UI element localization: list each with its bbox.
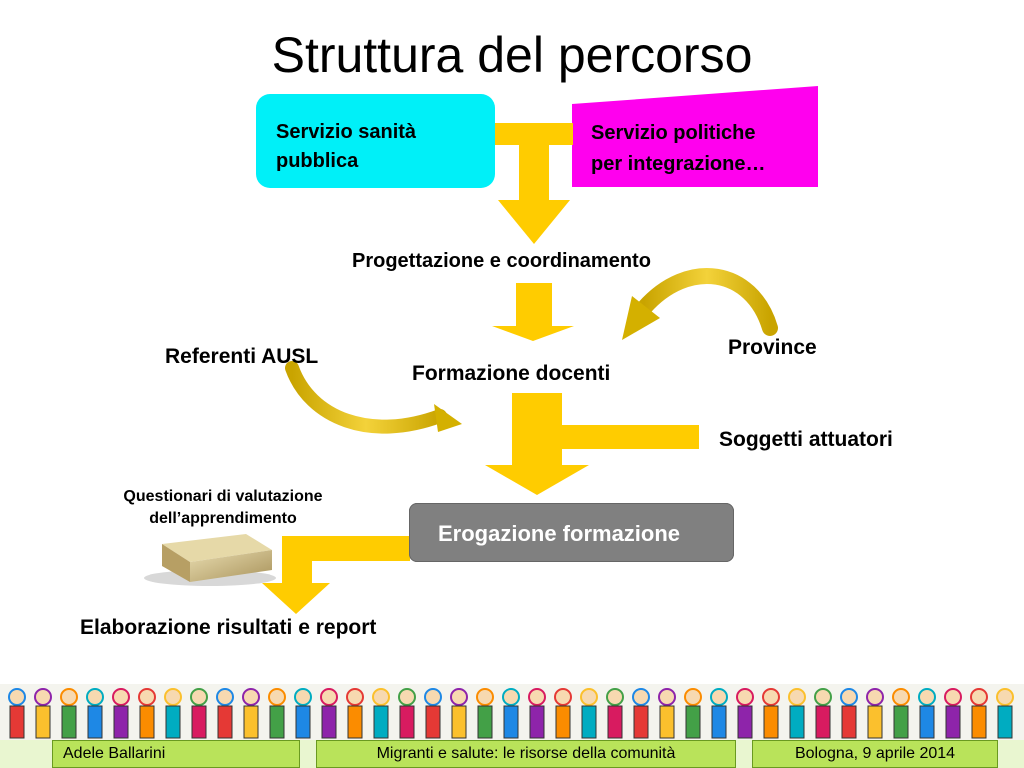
curved-arrow-referenti (285, 361, 462, 434)
label-elaborazione: Elaborazione risultati e report (80, 616, 377, 639)
drawing-figure (112, 688, 130, 739)
box-erogazione-formazione: Erogazione formazione (409, 503, 734, 562)
label-formazione-docenti: Formazione docenti (412, 362, 611, 385)
drawing-figure (8, 688, 26, 739)
drawing-figure (216, 688, 234, 739)
drawing-figure (658, 688, 676, 739)
footer-date: Bologna, 9 aprile 2014 (752, 740, 998, 768)
box-politiche-line-2: per integrazione… (591, 153, 766, 175)
drawing-figure (580, 688, 598, 739)
drawing-figure (944, 688, 962, 739)
arrow-to-erogazione (485, 393, 699, 495)
box-servizio-politiche-label: Servizio politiche per integrazione… (591, 118, 765, 180)
drawing-figure (242, 688, 260, 739)
box-sanita-line-1: Servizio sanità (276, 121, 417, 143)
drawing-figure (164, 688, 182, 739)
drawing-figure (372, 688, 390, 739)
drawing-figure (398, 688, 416, 739)
arrow-to-elaborazione (262, 536, 410, 614)
drawing-figure (710, 688, 728, 739)
drawing-figure (892, 688, 910, 739)
drawing-figure (60, 688, 78, 739)
footer-event: Migranti e salute: le risorse della comu… (316, 740, 736, 768)
label-referenti-ausl: Referenti AUSL (165, 345, 319, 368)
label-questionari-line-2: dell’apprendimento (149, 510, 297, 527)
drawing-figure (294, 688, 312, 739)
drawing-figure (138, 688, 156, 739)
drawing-figure (476, 688, 494, 739)
drawing-figure (684, 688, 702, 739)
label-questionari: Questionari di valutazione dell’apprendi… (98, 486, 348, 530)
curved-arrow-province (622, 268, 778, 340)
drawing-figure (840, 688, 858, 739)
drawing-figure (762, 688, 780, 739)
drawing-figure (632, 688, 650, 739)
label-province: Province (728, 336, 817, 359)
label-soggetti-attuatori: Soggetti attuatori (719, 428, 893, 451)
box-servizio-sanita: Servizio sanità pubblica (256, 94, 495, 188)
box-servizio-sanita-label: Servizio sanità pubblica (276, 118, 416, 176)
drawing-figure (554, 688, 572, 739)
box-politiche-line-1: Servizio politiche (591, 122, 756, 144)
label-progettazione: Progettazione e coordinamento (352, 250, 651, 272)
drawing-figure (450, 688, 468, 739)
footer-drawings (0, 684, 1024, 740)
drawing-figure (528, 688, 546, 739)
drawing-figure (996, 688, 1014, 739)
drawing-figure (814, 688, 832, 739)
drawing-figure (268, 688, 286, 739)
drawing-figure (86, 688, 104, 739)
package-icon (144, 534, 276, 586)
drawing-figure (970, 688, 988, 739)
box-erogazione-label: Erogazione formazione (438, 521, 681, 546)
box-sanita-line-2: pubblica (276, 150, 359, 172)
drawing-figure (866, 688, 884, 739)
drawing-figure (320, 688, 338, 739)
drawing-figure (736, 688, 754, 739)
drawing-figure (190, 688, 208, 739)
footer-author: Adele Ballarini (52, 740, 300, 768)
drawing-figure (502, 688, 520, 739)
label-questionari-line-1: Questionari di valutazione (123, 488, 323, 505)
drawing-figure (34, 688, 52, 739)
merge-arrow (495, 123, 573, 244)
drawing-figure (606, 688, 624, 739)
slide-title: Struttura del percorso (271, 27, 753, 83)
arrow-to-formazione (492, 283, 574, 341)
drawing-figure (918, 688, 936, 739)
drawing-figure (788, 688, 806, 739)
drawing-figure (424, 688, 442, 739)
drawing-figure (346, 688, 364, 739)
box-politiche-shape (572, 86, 818, 187)
